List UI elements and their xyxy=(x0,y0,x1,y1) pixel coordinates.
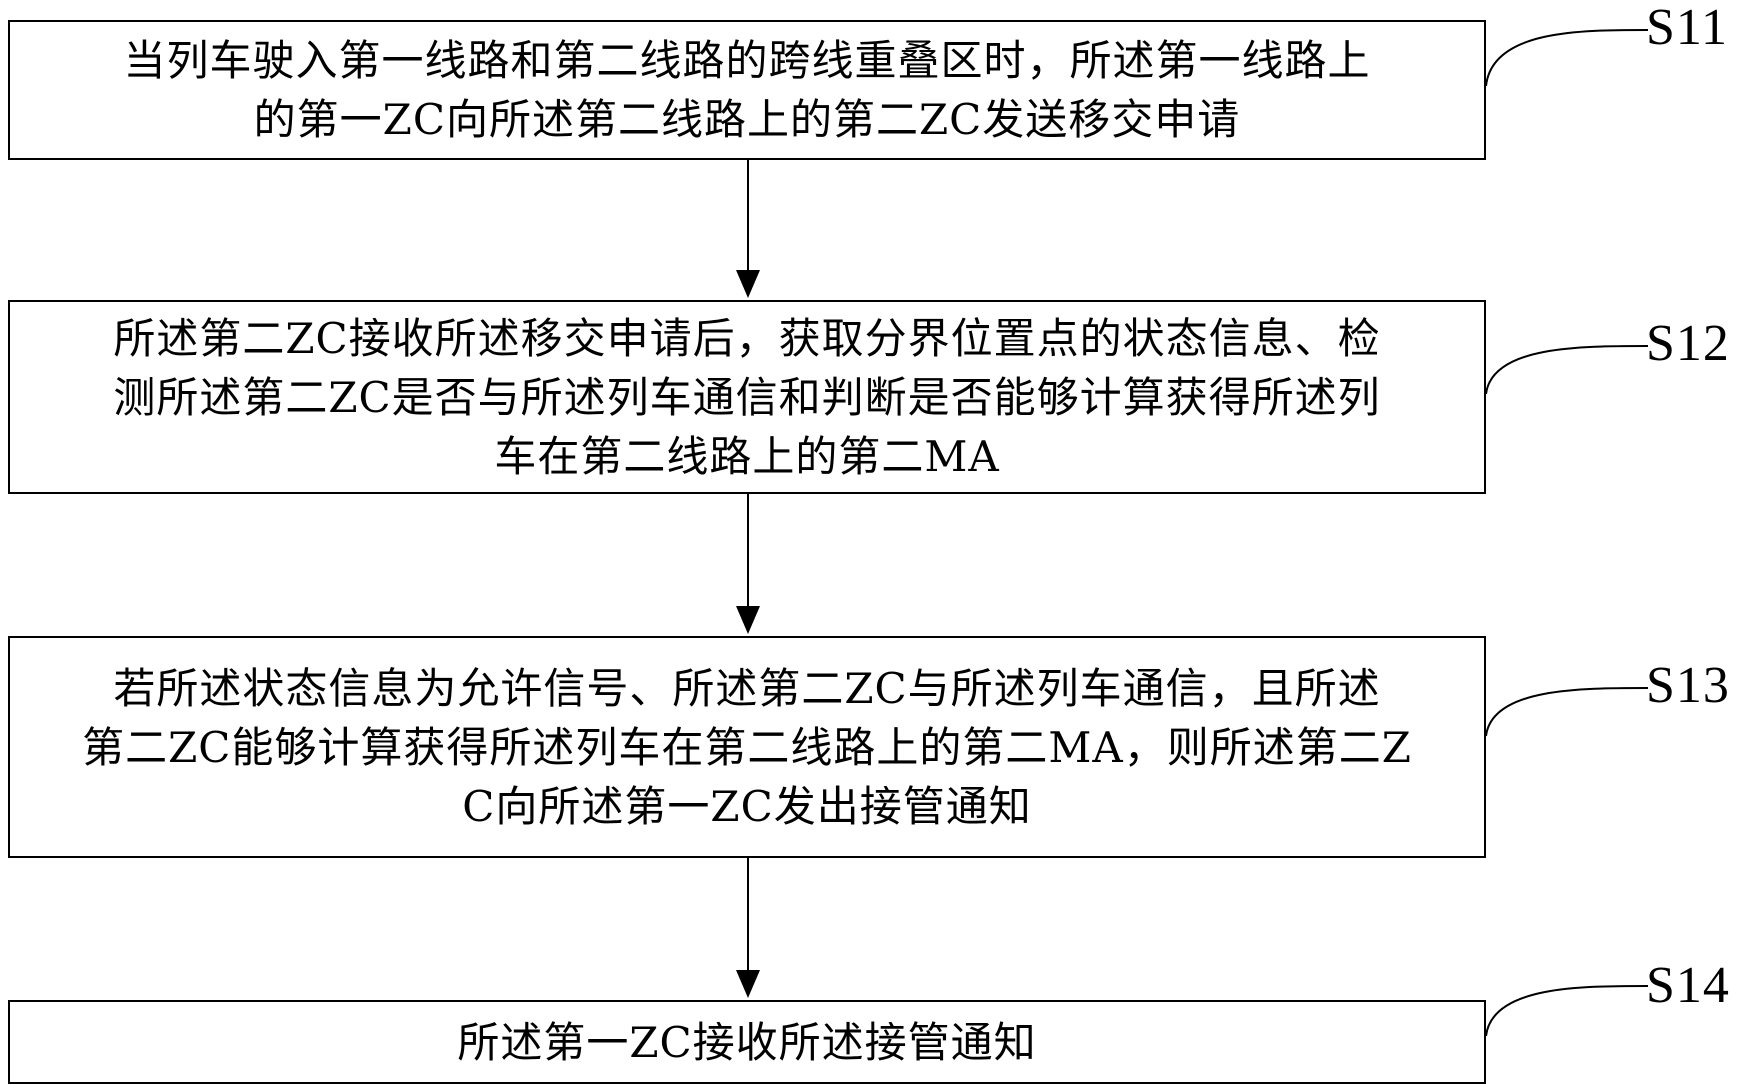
step-text-s11: 当列车驶入第一线路和第二线路的跨线重叠区时，所述第一线路上 的第一ZC向所述第二… xyxy=(123,36,1371,144)
flow-arrow-s13-s14 xyxy=(736,858,760,998)
flow-arrow-s11-s12 xyxy=(736,160,760,298)
step-box-s13: 若所述状态信息为允许信号、所述第二ZC与所述列车通信，且所述 第二ZC能够计算获… xyxy=(8,636,1486,858)
step-label-s12: S12 xyxy=(1646,315,1730,372)
leader-curve-s14 xyxy=(1485,985,1649,1037)
step-text-s14: 所述第一ZC接收所述接管通知 xyxy=(457,1017,1037,1067)
leader-curve-s11 xyxy=(1485,29,1649,87)
step-text-s12: 所述第二ZC接收所述移交申请后，获取分界位置点的状态信息、检 测所述第二ZC是否… xyxy=(113,313,1381,481)
step-box-s12: 所述第二ZC接收所述移交申请后，获取分界位置点的状态信息、检 测所述第二ZC是否… xyxy=(8,300,1486,494)
step-label-s11: S11 xyxy=(1646,0,1728,56)
step-label-s14: S14 xyxy=(1646,957,1730,1014)
leader-curve-s13 xyxy=(1485,687,1649,737)
leader-curve-s12 xyxy=(1485,345,1649,395)
step-label-s13: S13 xyxy=(1646,657,1730,714)
step-box-s11: 当列车驶入第一线路和第二线路的跨线重叠区时，所述第一线路上 的第一ZC向所述第二… xyxy=(8,20,1486,160)
step-box-s14: 所述第一ZC接收所述接管通知 xyxy=(8,1000,1486,1084)
flow-arrow-s12-s13 xyxy=(736,494,760,634)
step-text-s13: 若所述状态信息为允许信号、所述第二ZC与所述列车通信，且所述 第二ZC能够计算获… xyxy=(82,663,1412,831)
